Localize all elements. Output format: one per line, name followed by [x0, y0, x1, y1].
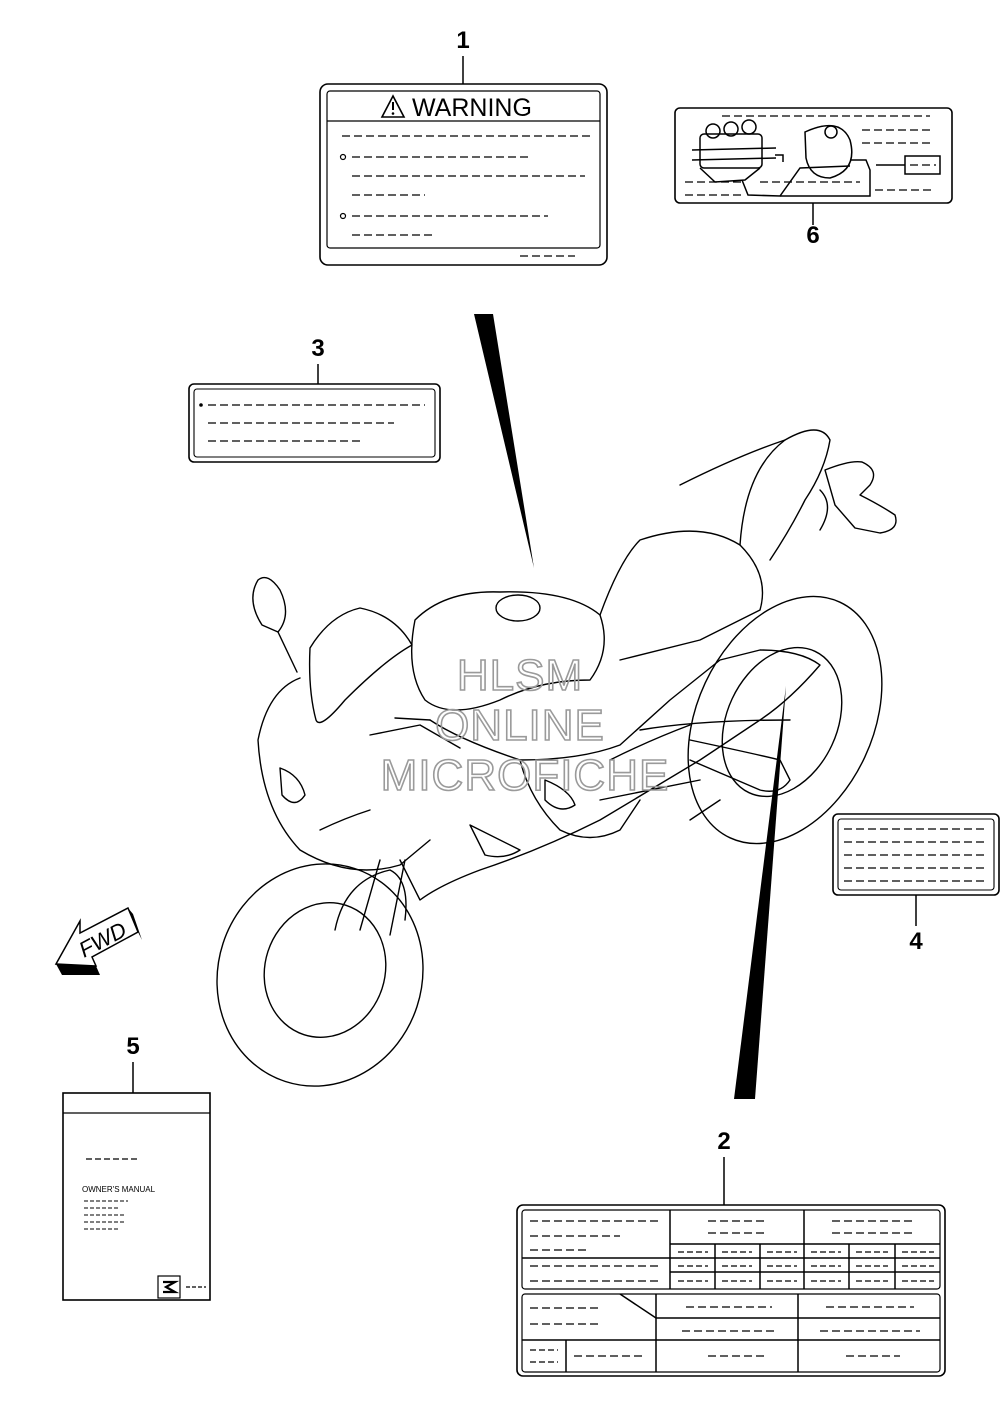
leader-wedge-2 — [734, 686, 786, 1099]
part-1-warning-label: 1 WARNING — [319, 27, 608, 266]
callout-6: 6 — [806, 222, 819, 249]
part-4-label: 4 — [832, 813, 1000, 955]
callout-5: 5 — [126, 1033, 139, 1060]
motorcycle-outline — [216, 429, 897, 1087]
callout-2: 2 — [717, 1128, 730, 1155]
part-2-info-label: 2 — [516, 1128, 946, 1377]
warning-heading: WARNING — [412, 94, 532, 122]
forward-arrow-icon: FWD — [54, 906, 142, 975]
leader-wedge-1 — [474, 314, 534, 568]
callout-3: 3 — [311, 335, 324, 362]
watermark-line-1: HLSM — [457, 651, 583, 700]
part-3-label: 3 — [188, 335, 441, 463]
suzuki-logo-icon — [157, 1275, 181, 1299]
callout-1: 1 — [456, 27, 469, 54]
manual-title: OWNER'S MANUAL — [82, 1185, 156, 1194]
part-6-routing-label: 6 — [674, 107, 953, 249]
watermark-line-3: MICROFICHE — [381, 751, 670, 800]
watermark-line-2: ONLINE — [435, 701, 605, 750]
part-5-owners-manual: 5 OWNER'S MANUAL — [62, 1033, 211, 1301]
callout-4: 4 — [909, 928, 923, 955]
canister-sketch — [780, 124, 871, 197]
warning-triangle-icon — [380, 94, 406, 118]
watermark: HLSM ONLINE MICROFICHE — [380, 650, 670, 801]
